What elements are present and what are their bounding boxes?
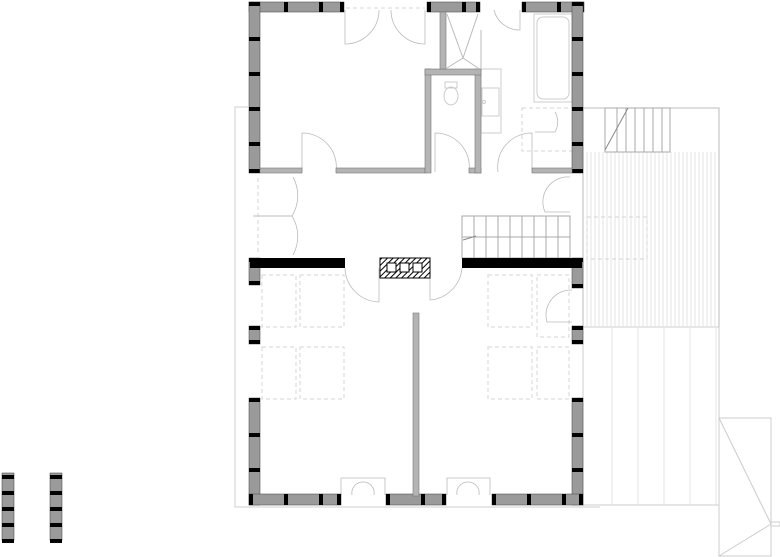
wall-post [337, 494, 341, 505]
wall-segment [491, 493, 584, 506]
wall-segment [571, 1, 584, 174]
wall-post [572, 37, 583, 41]
shower [446, 13, 482, 69]
wall-segment [248, 1, 345, 13]
wall-post [427, 2, 431, 12]
wall-post [572, 326, 583, 330]
wall-post [284, 2, 288, 12]
partition-walls [259, 11, 573, 497]
wall-legend [1, 472, 63, 543]
wall-post [572, 72, 583, 76]
legend-post [2, 539, 14, 543]
wall-segment [571, 397, 584, 506]
wall-post [284, 494, 288, 505]
wall-post [249, 2, 260, 6]
legend-post [50, 507, 62, 511]
wall-post [522, 2, 526, 12]
exterior-walls [248, 1, 585, 506]
outbuilding [718, 417, 780, 557]
legend-post [2, 507, 14, 511]
interior-stair [461, 215, 571, 259]
wall-post [492, 494, 496, 505]
wall-post [249, 494, 253, 505]
wall-post [557, 2, 561, 12]
door-swings [253, 9, 573, 496]
wall-post [572, 142, 583, 146]
legend-post [50, 523, 62, 527]
wall-post [249, 72, 260, 76]
wall-post [249, 433, 260, 437]
wall-post [562, 494, 566, 505]
legend-swatch [1, 472, 15, 541]
wall-post [249, 468, 260, 472]
wall-post [340, 2, 344, 12]
wall-post [572, 468, 583, 472]
toilet [443, 81, 459, 106]
wall-post [476, 2, 480, 12]
legend-post [50, 491, 62, 495]
wall-post [421, 494, 425, 505]
wall-post [249, 37, 260, 41]
furniture-outlines [257, 7, 648, 400]
chimney [379, 257, 431, 279]
wall-segment [248, 493, 342, 506]
wall-post [572, 2, 583, 6]
wall-post [572, 284, 583, 288]
legend-post [2, 523, 14, 527]
wall-post [249, 281, 260, 285]
wall-post [249, 142, 260, 146]
wall-post [249, 340, 260, 344]
wall-segment [248, 1, 261, 174]
wall-post [462, 2, 466, 12]
wall-post [249, 107, 260, 111]
legend-post [50, 539, 62, 543]
wall-post [319, 2, 323, 12]
wall-post [319, 494, 323, 505]
wall-post [572, 169, 583, 173]
wall-post [572, 340, 583, 344]
legend-post [2, 491, 14, 495]
bearing-walls [250, 258, 582, 268]
wall-post [527, 494, 531, 505]
legend-swatch [49, 472, 63, 541]
wall-post [249, 169, 260, 173]
wall-post [442, 494, 446, 505]
wall-post [249, 398, 260, 402]
wall-segment [426, 1, 481, 13]
legend-post [50, 475, 62, 479]
legend-post [2, 475, 14, 479]
exterior-stair [604, 107, 671, 153]
wall-post [386, 494, 390, 505]
site-outline [234, 106, 600, 508]
wall-post [579, 494, 583, 505]
wall-segment [248, 397, 261, 506]
wall-post [572, 107, 583, 111]
wall-post [572, 433, 583, 437]
wall-post [249, 326, 260, 330]
wall-post [572, 398, 583, 402]
terrace-deck [582, 107, 720, 506]
